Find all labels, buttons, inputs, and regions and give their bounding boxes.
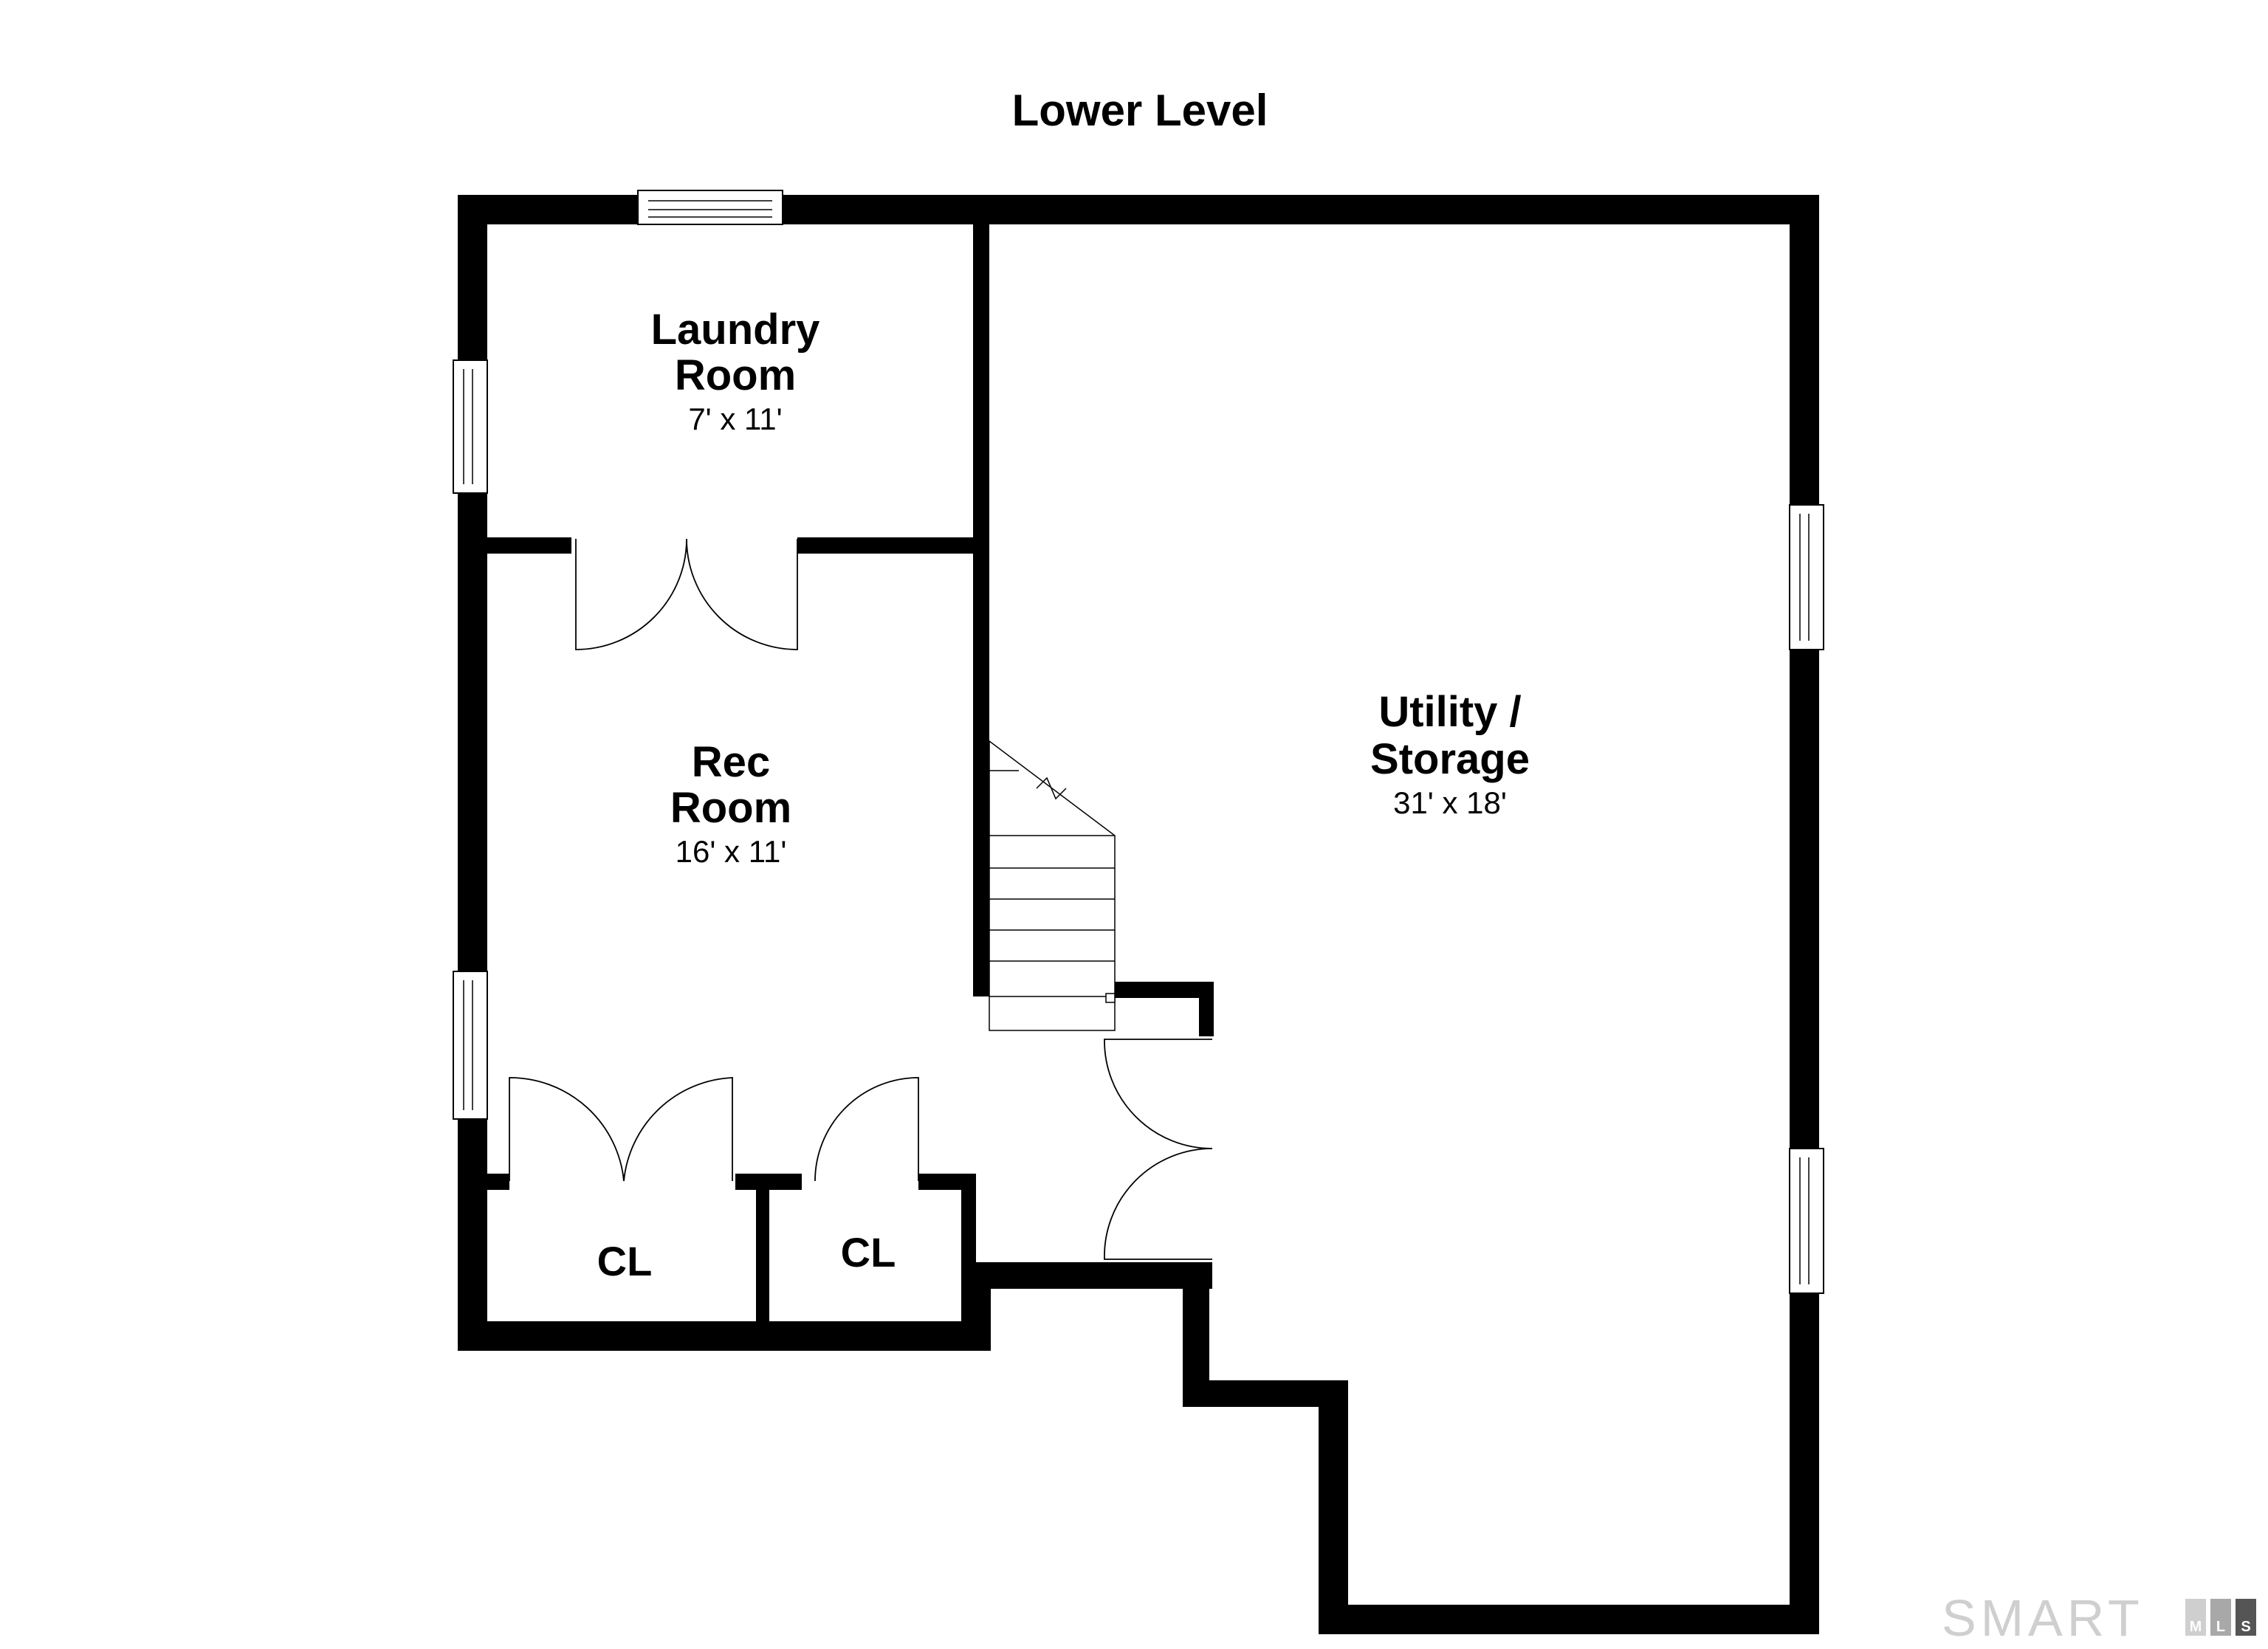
wall-closet-top-1 [487,1174,509,1190]
room-name: Storage [1370,735,1530,783]
room-closet-2-label: CL [841,1229,896,1276]
watermark-letter: L [2216,1619,2225,1635]
smart-mls-watermark: SMART M L S [1942,1589,2256,1647]
wall-right [1790,195,1819,1634]
room-name: Rec [692,738,770,786]
wall-laundry-rec-left [487,537,571,554]
watermark-letter: S [2241,1619,2250,1635]
window-top [637,190,783,225]
room-dimensions: 7' x 11' [688,402,782,436]
door-utility-double [1104,1039,1213,1260]
wall-laundry-rec-right [797,537,975,554]
window-right-lower [1789,1148,1824,1294]
wall-closet-step [961,1262,1212,1289]
door-closet-1-double [509,1077,733,1182]
walls [458,195,1819,1634]
watermark-letter: M [2190,1619,2202,1635]
room-laundry-label: Laundry Room 7' x 11' [651,306,820,436]
door-laundry-double [575,538,798,650]
wall-stair-landing-h [1112,982,1214,998]
wall-closet-right [961,1174,976,1321]
watermark-text: SMART [1942,1589,2144,1647]
wall-step-vertical-3 [1319,1380,1348,1634]
wall-laundry-utility [973,224,989,996]
wall-bottom-right [1319,1605,1819,1634]
room-dimensions: 31' x 18' [1393,785,1507,820]
room-closet-1-label: CL [597,1238,653,1284]
room-name: Room [670,784,791,832]
room-name: Room [675,351,796,399]
window-left-lower [453,971,488,1120]
window-left-upper [453,359,488,494]
floor-title: Lower Level [1012,86,1268,135]
wall-closet-divider [756,1174,769,1329]
window-right-upper [1789,504,1824,650]
room-dimensions: 16' x 11' [676,834,787,869]
room-name: Utility / [1378,688,1521,736]
room-name: Laundry [651,306,820,354]
wall-stair-landing-v [1199,982,1214,1036]
door-closet-2 [814,1077,919,1182]
stairs [989,740,1116,1031]
wall-bottom-left [458,1321,991,1351]
room-rec-label: Rec Room 16' x 11' [670,738,791,869]
room-utility-label: Utility / Storage 31' x 18' [1370,688,1530,820]
